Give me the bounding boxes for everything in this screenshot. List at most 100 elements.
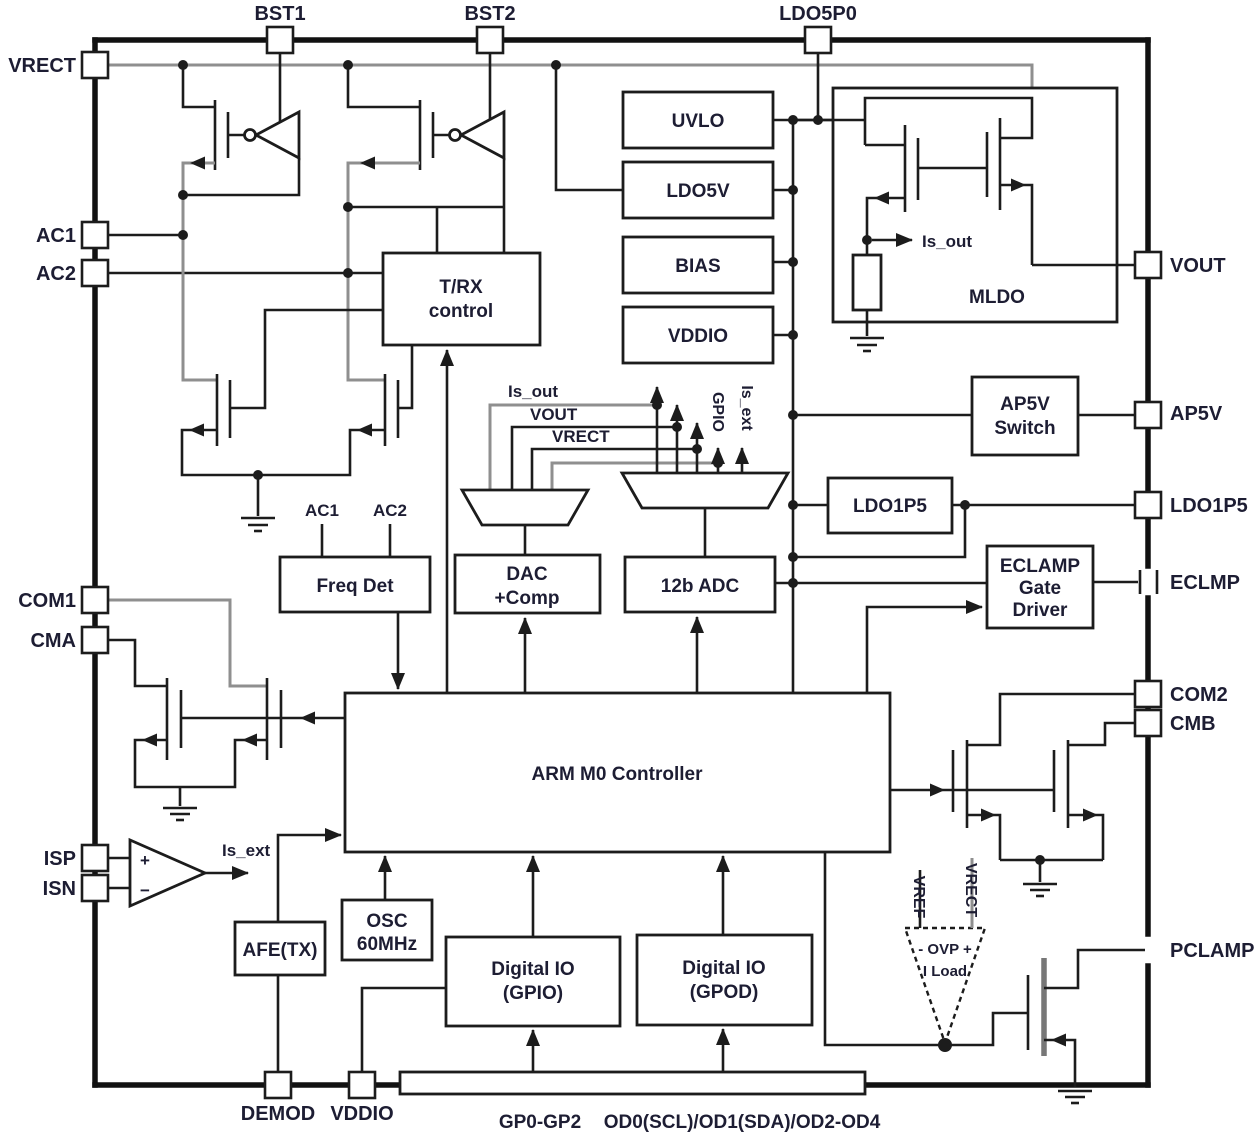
sync-rectifier-bridge xyxy=(108,53,506,533)
mux-is-ext-label: Is_ext xyxy=(738,385,755,431)
ovp-iload-label: I Load xyxy=(923,963,967,980)
pin-vddio xyxy=(347,1070,377,1100)
mux-gpio-label: GPIO xyxy=(709,392,726,432)
dio-gpio-label-2: (GPIO) xyxy=(503,983,563,1004)
block-ap5v-switch: AP5V Switch xyxy=(793,375,1135,457)
pin-demod-label: DEMOD xyxy=(241,1103,315,1125)
ap5v-label-1: AP5V xyxy=(1000,394,1050,415)
block-trx-control: T/RX control xyxy=(381,251,542,693)
block-ldo5v: LDO5V xyxy=(621,160,775,220)
pin-ldo1p5 xyxy=(1133,490,1163,520)
pin-isn-label: ISN xyxy=(43,878,76,900)
block-arm-m0: ARM M0 Controller xyxy=(343,691,892,854)
pin-ac1 xyxy=(80,220,110,250)
opamp-plus: + xyxy=(140,851,150,870)
freq-det-ac2-label: AC2 xyxy=(373,501,407,520)
adc-input-mux xyxy=(619,471,791,557)
pin-cmb-label: CMB xyxy=(1170,713,1216,735)
opamp-minus: − xyxy=(140,881,150,900)
pin-com2-label: COM2 xyxy=(1170,684,1228,706)
pin-isp-label: ISP xyxy=(44,848,76,870)
pin-bst2 xyxy=(475,25,505,55)
pin-isp xyxy=(80,843,110,873)
ovp-comparator: VREF VRECT - OVP + I Load xyxy=(823,852,1028,1047)
osc-label-1: OSC xyxy=(366,911,407,932)
block-vddio: VDDIO xyxy=(621,305,775,365)
block-eclamp-gate-driver: ECLAMP Gate Driver xyxy=(865,544,1159,693)
block-mldo: Is_out MLDO xyxy=(793,86,1135,353)
bus-od-label: OD0(SCL)/OD1(SDA)/OD2-OD4 xyxy=(604,1112,881,1133)
pin-bst1-label: BST1 xyxy=(254,3,305,25)
pin-isn xyxy=(80,873,110,903)
osc-label-2: 60MHz xyxy=(357,934,417,955)
eclamp-label-3: Driver xyxy=(1013,600,1069,621)
current-sense-amp: + − Is_ext xyxy=(108,837,271,909)
dac-input-mux xyxy=(459,488,591,555)
is-ext-label: Is_ext xyxy=(222,841,271,860)
block-freq-det: Freq Det AC1 AC2 xyxy=(278,501,432,690)
pin-demod xyxy=(263,1070,293,1100)
pins-left: VRECT AC1 AC2 COM1 CMA ISP ISN xyxy=(8,50,110,903)
pin-com1-label: COM1 xyxy=(18,590,76,612)
mux-vout-label: VOUT xyxy=(530,405,578,424)
io-bus-bar xyxy=(398,1070,867,1096)
trx-label-2: control xyxy=(429,301,493,322)
block-digital-io-gpod: Digital IO (GPOD) xyxy=(635,855,814,1072)
pin-vddio-label: VDDIO xyxy=(330,1103,393,1125)
adc-mux-wiring: Is_out VOUT VRECT GPIO Is_ext xyxy=(488,382,755,490)
pin-vout xyxy=(1133,250,1163,280)
pin-ap5v-label: AP5V xyxy=(1170,403,1223,425)
pins-right: VOUT AP5V LDO1P5 ECLMP COM2 CMB PCLAMP xyxy=(1133,250,1254,962)
pin-ldo1p5-label: LDO1P5 xyxy=(1170,495,1248,517)
eclamp-label-2: Gate xyxy=(1019,578,1061,599)
arm-label: ARM M0 Controller xyxy=(532,764,704,785)
block-dac-comp: DAC +Comp xyxy=(453,553,602,693)
dio-gpio-label-1: Digital IO xyxy=(491,959,574,980)
block-uvlo: UVLO xyxy=(621,90,775,150)
vddio-label: VDDIO xyxy=(668,326,728,347)
pins-bottom: DEMOD VDDIO xyxy=(241,1070,394,1125)
pin-ac2 xyxy=(80,258,110,288)
pin-eclmp-label: ECLMP xyxy=(1170,572,1240,594)
pin-vrect-label: VRECT xyxy=(8,55,76,77)
eclamp-label-1: ECLAMP xyxy=(1000,556,1081,577)
mux-is-out-label: Is_out xyxy=(508,382,558,401)
ldo5v-label: LDO5V xyxy=(666,181,730,202)
freq-det-ac1-label: AC1 xyxy=(305,501,339,520)
block-ldo1p5: LDO1P5 xyxy=(793,476,1135,559)
ap5v-label-2: Switch xyxy=(994,418,1055,439)
dac-label-2: +Comp xyxy=(495,588,560,609)
pin-cma xyxy=(80,625,110,655)
adc-label: 12b ADC xyxy=(661,576,740,597)
io-bus: GP0-GP2 OD0(SCL)/OD1(SDA)/OD2-OD4 xyxy=(360,986,881,1133)
block-osc: OSC 60MHz xyxy=(340,855,434,962)
com1-cma-modulator xyxy=(108,598,345,822)
block-digital-io-gpio: Digital IO (GPIO) xyxy=(444,855,622,1072)
mldo-label: MLDO xyxy=(969,287,1025,308)
ovp-vref-label: VREF xyxy=(910,876,927,919)
pin-bst2-label: BST2 xyxy=(464,3,515,25)
dio-gpod-label-2: (GPOD) xyxy=(690,982,759,1003)
pin-com2 xyxy=(1133,679,1163,709)
dac-label-1: DAC xyxy=(506,564,547,585)
bias-label: BIAS xyxy=(675,256,720,277)
ovp-label: - OVP + xyxy=(918,941,972,958)
dio-gpod-label-1: Digital IO xyxy=(682,958,765,979)
junction-dots xyxy=(178,60,1045,1052)
pin-ap5v xyxy=(1133,400,1163,430)
ovp-vrect-label: VRECT xyxy=(962,863,979,917)
pin-cmb xyxy=(1133,708,1163,738)
pin-ac1-label: AC1 xyxy=(36,225,76,247)
pins-top: BST1 BST2 LDO5P0 xyxy=(254,3,857,55)
freq-det-label: Freq Det xyxy=(316,576,394,597)
pin-bst1 xyxy=(265,25,295,55)
pin-vout-label: VOUT xyxy=(1170,255,1226,277)
pin-com1 xyxy=(80,585,110,615)
block-bias: BIAS xyxy=(621,235,775,295)
trx-label-1: T/RX xyxy=(439,277,483,298)
pin-pclamp-label: PCLAMP xyxy=(1170,940,1254,962)
pin-ac2-label: AC2 xyxy=(36,263,76,285)
block-afe-tx: AFE(TX) xyxy=(233,828,342,1072)
pin-ldo5p0 xyxy=(803,25,833,55)
